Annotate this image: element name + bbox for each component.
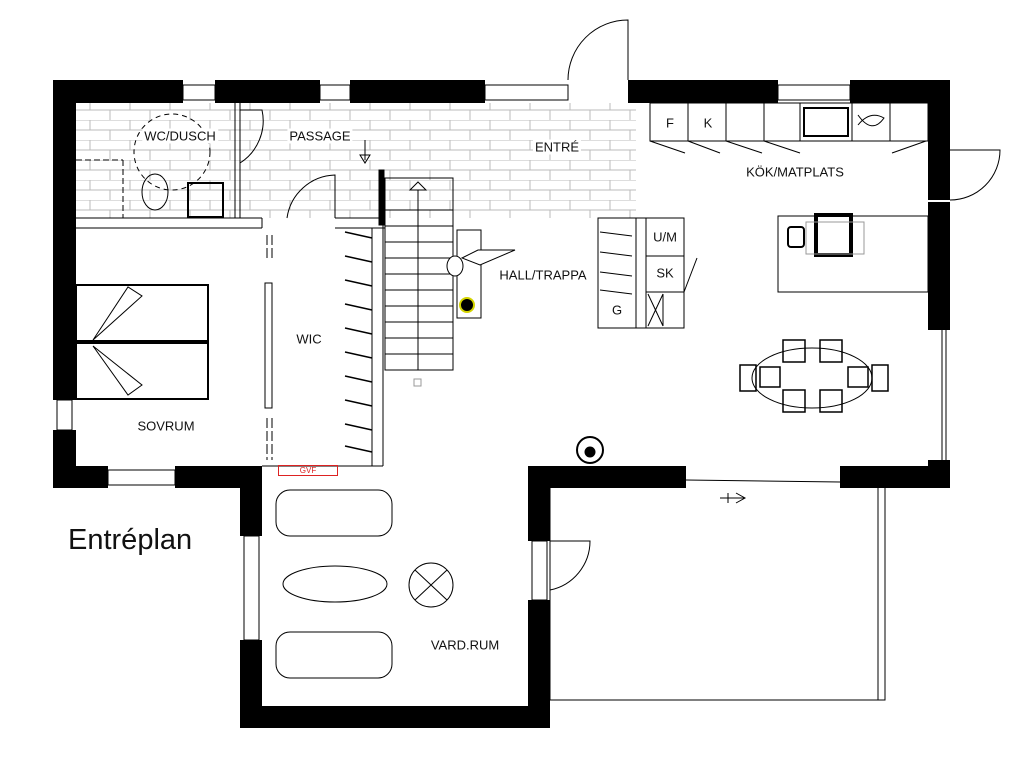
fixture-label-wardrobe: G (611, 302, 623, 318)
plant-icon (459, 297, 475, 313)
brick-floor (76, 103, 636, 218)
room-label-hall-trappa: HALL/TRAPPA (499, 267, 587, 283)
room-label-vardrum: VARD.RUM (430, 637, 500, 653)
dining-chairs (739, 339, 889, 413)
stair-treads (385, 209, 453, 355)
fixture-label-fridge: F (666, 115, 674, 131)
person-figure (446, 249, 516, 277)
room-label-entre: ENTRÉ (532, 139, 582, 155)
room-label-wc-dusch: WC/DUSCH (142, 128, 218, 144)
fixture-label-cabinet: SK (656, 265, 674, 281)
room-label-wic: WIC (296, 331, 322, 347)
fixture-label-freezer: K (703, 115, 713, 131)
room-label-sovrum: SOVRUM (137, 418, 195, 434)
gvf-label: GVF (278, 465, 338, 476)
plan-title: Entréplan (68, 524, 193, 556)
room-label-passage: PASSAGE (287, 128, 353, 144)
room-label-kok-matplats: KÖK/MATPLATS (746, 164, 844, 180)
walls (53, 80, 950, 728)
fixture-label-utility: U/M (653, 229, 677, 245)
